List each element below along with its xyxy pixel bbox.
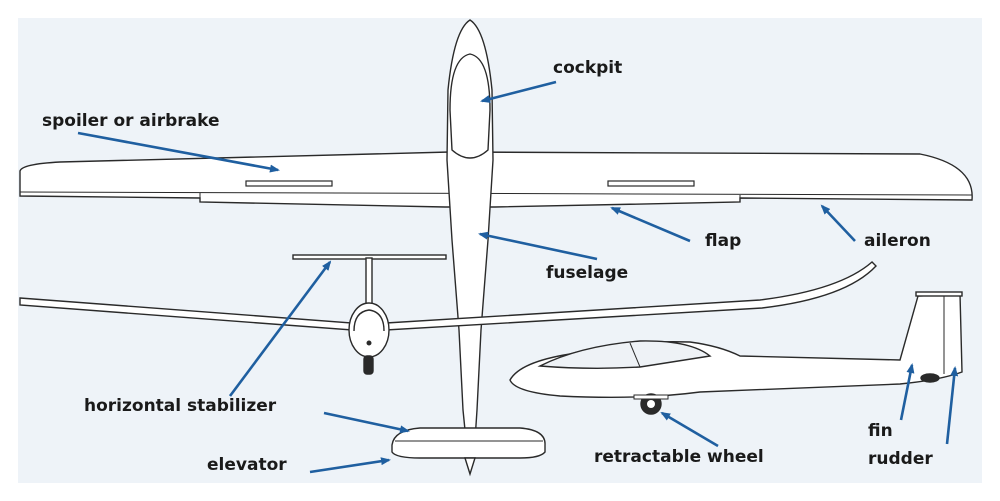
arrow-spoiler — [77, 131, 280, 173]
spoiler-left — [245, 180, 333, 187]
side-view-glider — [509, 291, 963, 415]
side-canopy — [537, 340, 712, 369]
side-tail-skid — [920, 373, 940, 383]
label-aileron: aileron — [864, 231, 931, 251]
arrow-horizontal-stabilizer — [228, 260, 332, 397]
wheel-well — [633, 394, 669, 400]
front-wing-left — [19, 297, 353, 331]
canopy-top — [449, 53, 491, 159]
label-retractable-wheel: retractable wheel — [594, 447, 764, 467]
retractable-wheel-hub — [647, 400, 655, 408]
arrow-flap — [610, 206, 691, 243]
front-fuselage — [348, 302, 390, 358]
label-cockpit: cockpit — [553, 58, 623, 78]
side-fin-cap — [915, 291, 963, 297]
top-view-glider — [19, 19, 973, 477]
tail-cone — [464, 457, 476, 477]
arrow-fuselage — [478, 231, 598, 261]
arrow-elevator — [309, 457, 391, 474]
front-canopy — [353, 309, 385, 332]
label-elevator: elevator — [207, 455, 287, 475]
arrow-aileron — [820, 204, 856, 242]
label-horizontal-stabilizer: horizontal stabilizer — [84, 396, 277, 416]
front-fin — [365, 257, 373, 307]
arrow-elevator-from-stabilizer — [323, 411, 410, 434]
wing-trailing-edge-line — [19, 191, 973, 196]
label-spoiler-or-airbrake: spoiler or airbrake — [42, 111, 220, 131]
front-nose-dot — [366, 340, 372, 346]
label-fin: fin — [868, 421, 893, 441]
arrow-fin — [899, 363, 915, 421]
callout-arrows — [77, 80, 959, 474]
main-wing — [19, 151, 973, 208]
spoiler-right — [607, 180, 695, 187]
front-wing-right — [385, 261, 877, 331]
arrow-cockpit — [480, 80, 557, 103]
label-flap: flap — [705, 231, 742, 251]
label-rudder: rudder — [868, 449, 933, 469]
front-view-glider — [19, 254, 877, 375]
arrow-rudder — [945, 366, 959, 445]
arrow-retractable-wheel — [660, 411, 719, 448]
label-fuselage: fuselage — [546, 263, 629, 283]
front-wheel — [363, 355, 374, 375]
tail-stabilizer-top — [391, 427, 546, 459]
canopy-frame — [629, 342, 641, 368]
